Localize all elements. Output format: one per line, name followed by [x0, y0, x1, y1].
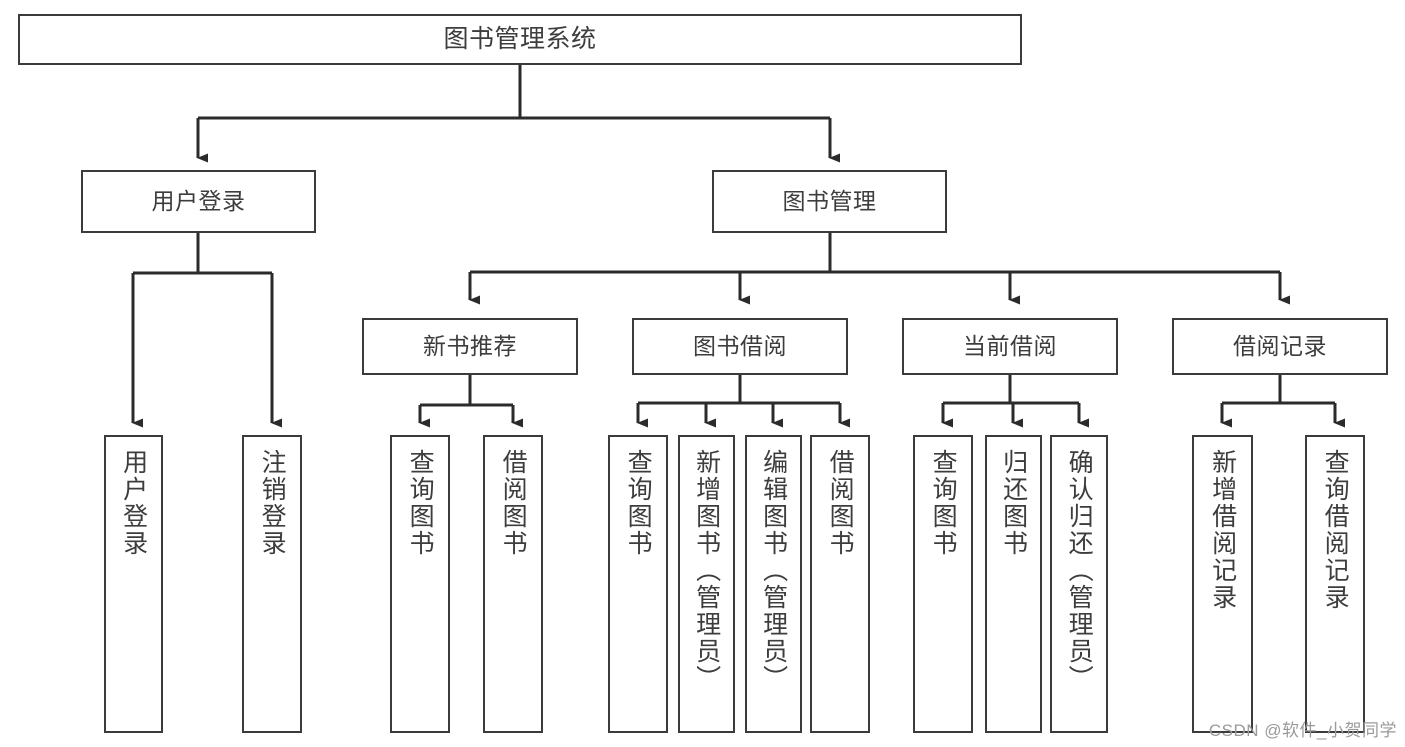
leaf-current-query-book[interactable]: 查询图书	[913, 435, 973, 733]
node-label: 当前借阅	[963, 332, 1057, 359]
node-label: 借阅图书	[826, 449, 855, 557]
node-label: 借阅图书	[499, 449, 528, 557]
node-root-system[interactable]: 图书管理系统	[18, 14, 1022, 65]
leaf-borrow-borrow-book[interactable]: 借阅图书	[810, 435, 870, 733]
leaf-current-return-book[interactable]: 归还图书	[985, 435, 1042, 733]
node-label: 查询借阅记录	[1321, 449, 1350, 611]
node-label: 图书借阅	[693, 332, 787, 359]
node-label: 注销登录	[258, 449, 287, 557]
leaf-user-login[interactable]: 用户登录	[104, 435, 163, 733]
leaf-recommend-query-book[interactable]: 查询图书	[390, 435, 450, 733]
node-book-management[interactable]: 图书管理	[712, 170, 947, 233]
node-new-book-recommend[interactable]: 新书推荐	[362, 318, 578, 375]
node-label: 编辑图书（管理员）	[759, 449, 788, 692]
node-label: 归还图书	[999, 449, 1028, 557]
leaf-borrow-edit-book[interactable]: 编辑图书（管理员）	[745, 435, 802, 733]
node-label: 图书管理系统	[443, 24, 597, 53]
node-label: 新增图书（管理员）	[692, 449, 721, 692]
leaf-record-add[interactable]: 新增借阅记录	[1192, 435, 1253, 733]
node-label: 图书管理	[782, 187, 877, 214]
node-current-borrow[interactable]: 当前借阅	[902, 318, 1118, 375]
node-label: 查询图书	[624, 449, 653, 557]
node-label: 新书推荐	[423, 332, 517, 359]
leaf-borrow-add-book[interactable]: 新增图书（管理员）	[678, 435, 735, 733]
node-label: 查询图书	[929, 449, 958, 557]
node-user-login[interactable]: 用户登录	[81, 170, 316, 233]
node-label: 确认归还（管理员）	[1065, 449, 1094, 692]
node-label: 用户登录	[119, 449, 148, 557]
node-label: 查询图书	[406, 449, 435, 557]
node-book-borrow[interactable]: 图书借阅	[632, 318, 848, 375]
leaf-borrow-query-book[interactable]: 查询图书	[608, 435, 668, 733]
node-label: 新增借阅记录	[1208, 449, 1237, 611]
node-label: 用户登录	[151, 187, 246, 214]
node-borrow-record[interactable]: 借阅记录	[1172, 318, 1388, 375]
leaf-current-confirm-return[interactable]: 确认归还（管理员）	[1050, 435, 1108, 733]
node-label: 借阅记录	[1233, 332, 1327, 359]
leaf-record-query[interactable]: 查询借阅记录	[1305, 435, 1365, 733]
leaf-recommend-borrow-book[interactable]: 借阅图书	[483, 435, 543, 733]
leaf-user-logout[interactable]: 注销登录	[242, 435, 302, 733]
